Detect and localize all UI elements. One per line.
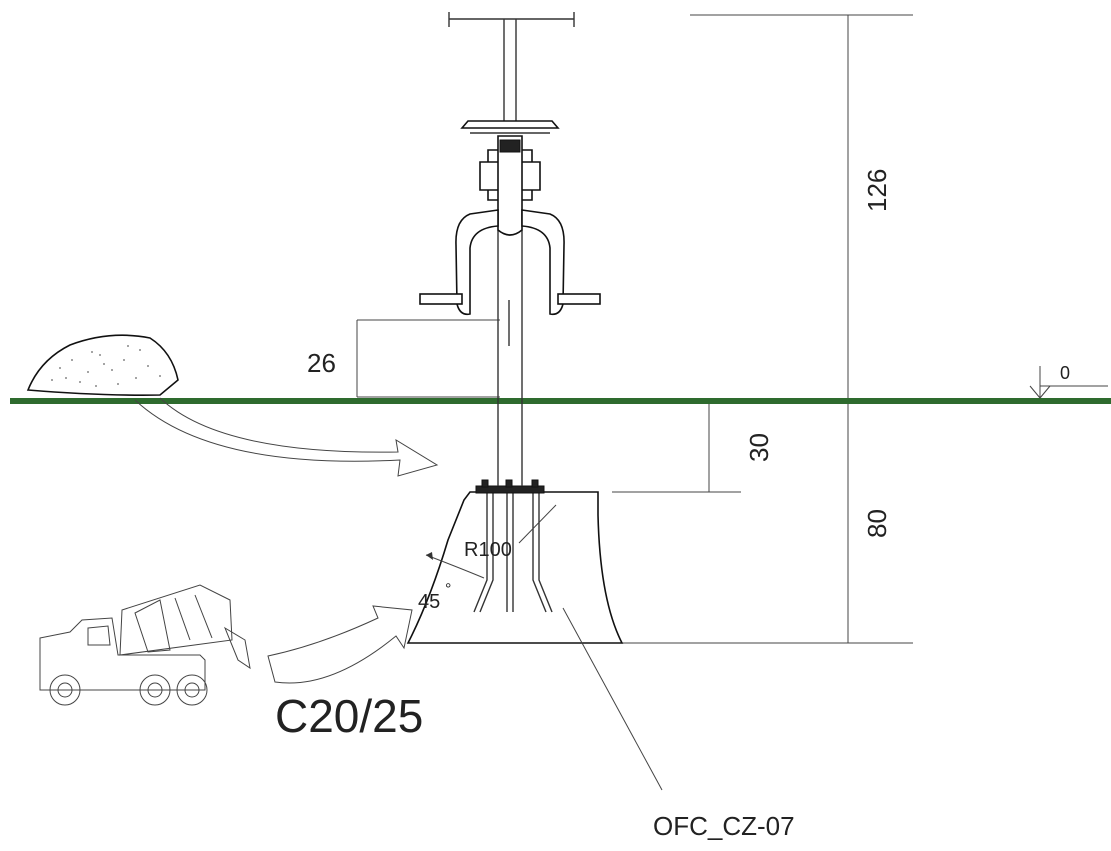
dimension-total-height: 126 [690, 14, 913, 643]
dim-seat-height-label: 26 [307, 348, 336, 378]
gravel-pile-icon [26, 334, 179, 396]
anchor-rods [473, 479, 553, 613]
dim-post-depth-label: 30 [744, 433, 774, 462]
equipment-post [497, 230, 523, 486]
seat-assembly [460, 120, 560, 236]
concrete-arrow [267, 605, 413, 684]
angle-unit-label: ° [445, 581, 451, 598]
ground-line [10, 398, 1111, 404]
angle-indicator: 45 ° [418, 552, 485, 613]
pedal-arms [419, 209, 601, 316]
dimension-post-depth: 30 [612, 400, 774, 493]
concrete-foundation [406, 491, 624, 644]
level-marker-icon: 0 [1029, 363, 1108, 399]
angle-label: 45 [418, 591, 440, 613]
concrete-mixer-truck-icon [39, 584, 251, 706]
anchor-code-label: OFC_CZ-07 [653, 811, 795, 841]
concrete-class-label: C20/25 [275, 690, 423, 742]
gravel-arrow [134, 397, 439, 477]
dim-foundation-depth-label: 80 [862, 509, 892, 538]
dimension-seat-height: 26 [307, 319, 500, 398]
ground-level-label: 0 [1060, 363, 1070, 383]
dim-total-height-label: 126 [862, 169, 892, 212]
radius-label: R100 [464, 539, 512, 561]
handlebar [448, 12, 575, 125]
